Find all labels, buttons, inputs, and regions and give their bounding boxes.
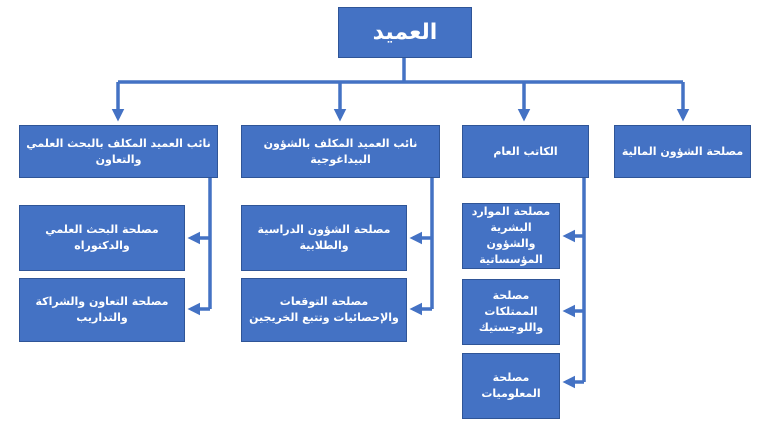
vice-dean-research-node: نائب العميد المكلف بالبحث العلمي والتعاو… [19,125,218,178]
node-label-line: مصلحة التوقعات [279,295,369,309]
node-label-line: البشرية والشؤون [486,221,536,250]
node-label-line: مصلحة البحث العلمي [45,223,159,237]
node-label-line: الكاتب العام [493,144,558,158]
node-label-line: مصلحة التعاون والشراكة [35,295,169,309]
student-affairs-service-node: مصلحة الشؤون الدراسية والطلابية [241,205,407,271]
vice-dean-pedagogy-node: نائب العميد المكلف بالشؤون البيداغوجية [241,125,440,178]
dean-label: العميد [372,19,438,45]
human-resources-service-node: مصلحة الموارد البشرية والشؤون المؤسساتية [462,203,560,269]
finance-service-node: مصلحة الشؤون المالية [614,125,751,178]
node-label-line: والإحصائيات وتتبع الخريجين [249,311,399,324]
informatics-service-node: مصلحة المعلوميات [462,353,560,419]
research-doctorate-service-node: مصلحة البحث العلمي والدكتوراه [19,205,185,271]
node-label-line: الممتلكات [484,305,538,319]
node-label-line: والدكتوراه [74,239,130,252]
node-label-line: نائب العميد المكلف بالبحث العلمي [26,136,211,150]
node-label-line: المؤسساتية [479,252,543,266]
secretary-general-node: الكاتب العام [462,125,589,178]
node-label-line: مصلحة الشؤون المالية [621,144,744,158]
node-label-line: والتعاون [95,152,142,166]
node-label-line: البيداغوجية [310,152,371,166]
node-label-line: مصلحة الشؤون الدراسية [257,223,391,237]
node-label-line: نائب العميد المكلف بالشؤون [263,136,418,150]
node-label-line: واللوجستيك [478,320,544,334]
dean-node: العميد [338,7,472,58]
statistics-graduates-service-node: مصلحة التوقعات والإحصائيات وتتبع الخريجي… [241,278,407,342]
node-label-line: والطلابية [299,239,349,252]
property-logistics-service-node: مصلحة الممتلكات واللوجستيك [462,279,560,345]
node-label-line: مصلحة [492,371,530,385]
node-label-line: مصلحة [492,289,530,303]
cooperation-training-service-node: مصلحة التعاون والشراكة والتداريب [19,278,185,342]
node-label-line: مصلحة الموارد [471,205,551,219]
node-label-line: المعلوميات [481,387,541,400]
node-label-line: والتداريب [76,311,128,324]
